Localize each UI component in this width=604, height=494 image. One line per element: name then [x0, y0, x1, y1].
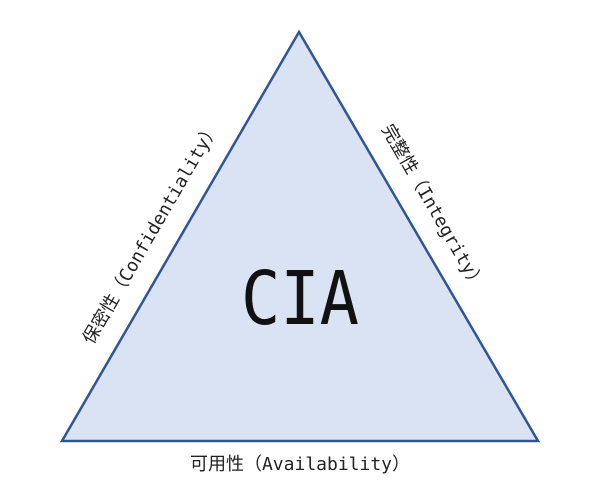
cia-triangle — [59, 29, 541, 443]
center-label: CIA — [241, 256, 359, 342]
bottom-side-label: 可用性（Availability） — [190, 454, 410, 475]
